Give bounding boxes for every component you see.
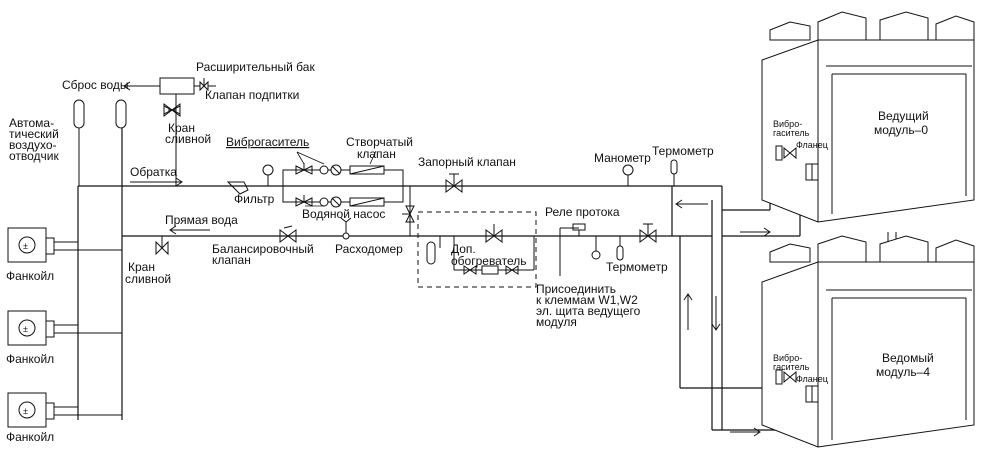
shutoff-valve-top-icon: [445, 173, 463, 193]
fancoil-symbol: ±: [23, 241, 28, 251]
flow-relay-icon: [559, 223, 586, 276]
connect-note-label: Присоединить к клеммам W1,W2 эл. щита ве…: [536, 282, 644, 329]
thermometer-bottom-icon: [591, 236, 624, 261]
pump-group: [282, 150, 404, 208]
drain-valve-bottom-label: Кран сливной: [125, 260, 171, 286]
flow-arrows: [130, 177, 771, 437]
pressure-gauge-left-icon: [262, 164, 274, 186]
thermometer-bottom-label: Термометр: [606, 260, 668, 274]
fancoil-symbol: ±: [23, 406, 28, 416]
master-module-label: Ведущий модуль–0: [874, 109, 932, 137]
flow-relay-label: Реле протока: [545, 205, 620, 219]
supply-pipe: [121, 105, 672, 420]
slave-flange-label: Фланец: [796, 374, 828, 384]
aux-heater-label: Доп. обогреватель: [451, 242, 527, 268]
fancoil-unit: [7, 310, 122, 346]
fancoil-label: Фанкойл: [6, 430, 54, 444]
master-flange-label: Фланец: [796, 140, 828, 150]
balancing-valve-icon: [279, 225, 297, 243]
flow-meter-icon: [340, 217, 352, 240]
auto-air-vent-supply-icon: [115, 99, 127, 129]
vibration-damper-label: Виброгаситель: [226, 135, 309, 149]
auto-air-vent-label: Автома- тический воздухо- отводчик: [9, 116, 62, 163]
supply-water-label: Прямая вода: [165, 213, 238, 227]
filter-label: Фильтр: [234, 192, 275, 206]
makeup-valve-label: Клапан подпитки: [205, 88, 299, 102]
expansion-tank-label: Расширительный бак: [196, 60, 315, 74]
drain-valve-top-icon: [163, 103, 181, 117]
flow-meter-label: Расходомер: [335, 242, 403, 256]
return-pipe: [77, 185, 672, 420]
return-flow-label: Обратка: [130, 165, 177, 179]
shutoff-valve-bottom-icon: [639, 223, 657, 243]
thermometer-top-icon: [670, 159, 678, 186]
pressure-gauge-label: Манометр: [594, 151, 651, 165]
filter-icon: [226, 181, 249, 195]
slave-damper-label: Вибро- гаситель: [773, 353, 810, 372]
slave-module-label: Ведомый модуль–4: [876, 351, 937, 379]
fancoil-label: Фанкойл: [6, 269, 54, 283]
drain-valve-bottom-icon: [155, 236, 169, 256]
water-drain-label: Сброс воды: [62, 78, 129, 92]
slave-module: [761, 235, 975, 448]
pressure-gauge-icon: [622, 164, 634, 186]
fancoil-symbol: ±: [23, 324, 28, 334]
auto-air-vent-icon: [73, 99, 85, 186]
butterfly-valve-label: Створчатый клапан: [346, 135, 416, 161]
fancoil-unit: [7, 392, 122, 428]
balancing-valve-label: Балансировочный клапан: [212, 242, 317, 267]
water-pump-label: Водяной насос: [302, 207, 385, 221]
master-module: [761, 11, 975, 223]
fancoil-label: Фанкойл: [6, 352, 54, 366]
aux-heater-group: [417, 211, 537, 288]
bypass-valve-icon: [402, 186, 415, 236]
shutoff-valve-label: Запорный клапан: [418, 155, 516, 169]
master-damper-label: Вибро- гаситель: [773, 119, 810, 138]
thermometer-top-label: Термометр: [652, 144, 714, 158]
fancoil-unit: [7, 227, 122, 263]
